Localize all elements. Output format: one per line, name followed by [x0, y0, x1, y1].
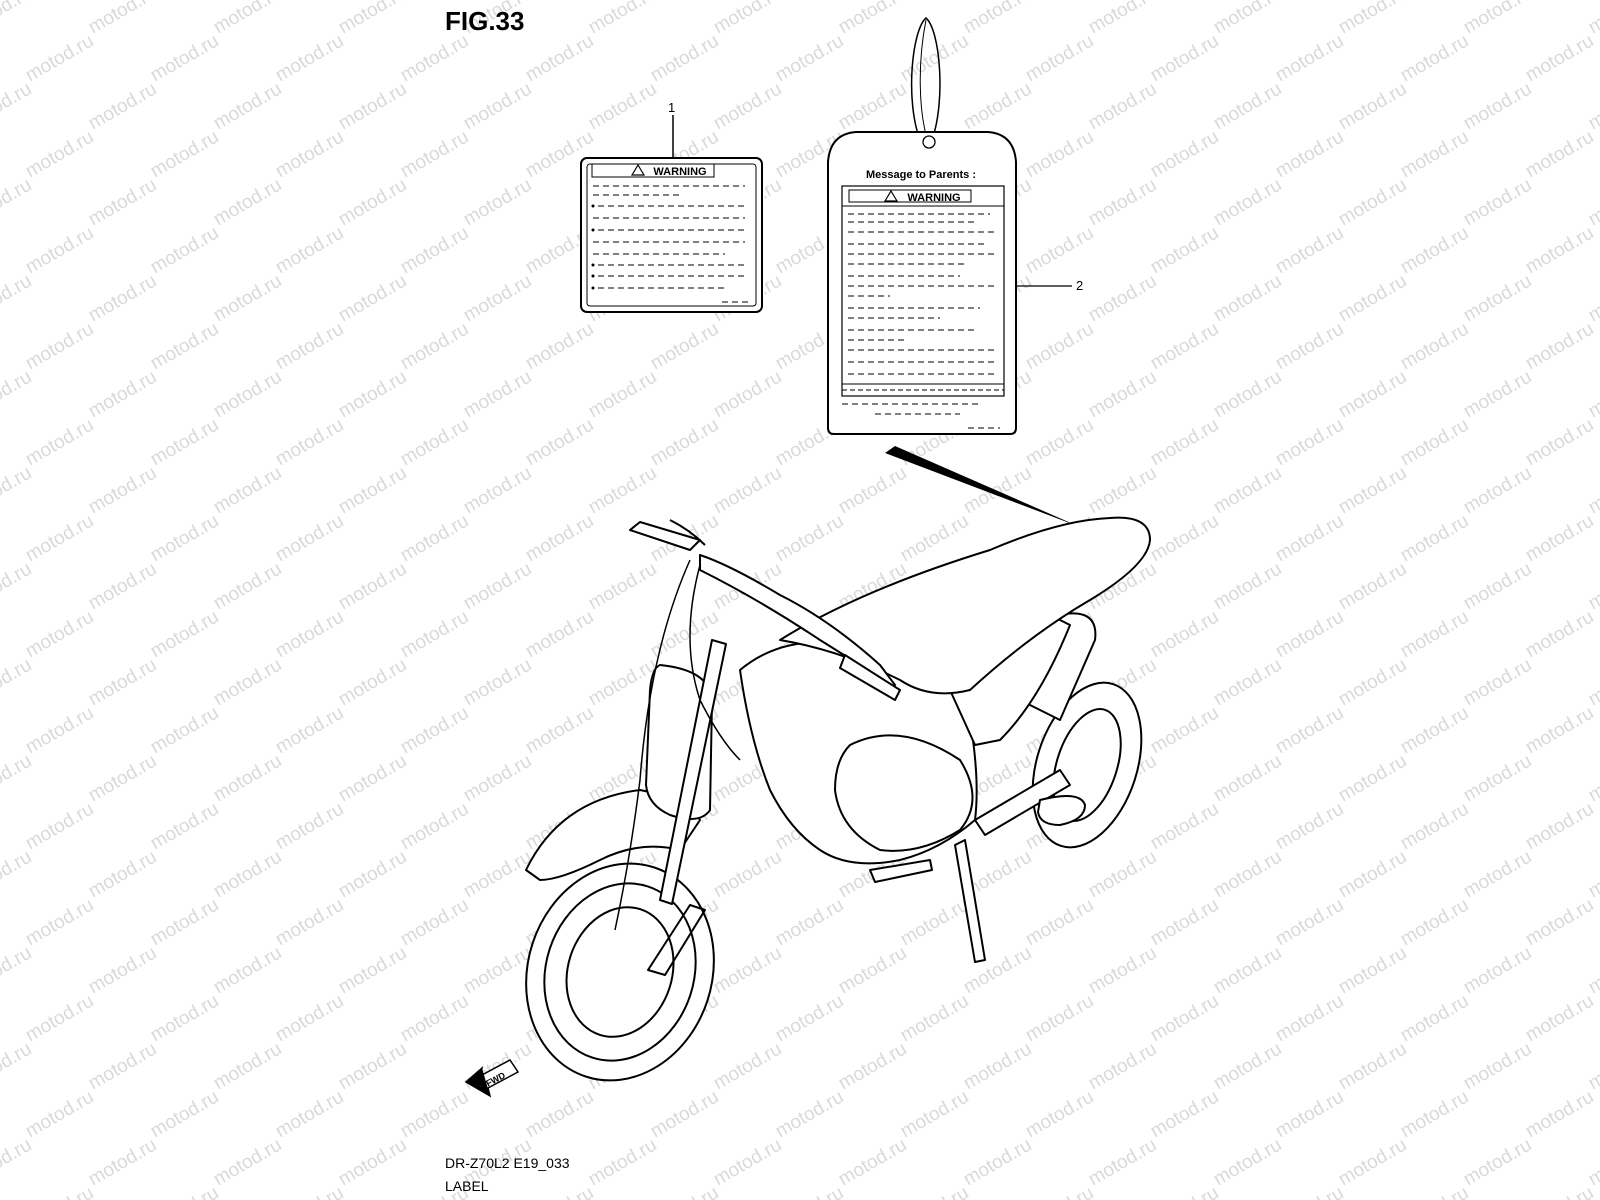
tag-hole	[922, 135, 936, 149]
tag-pointer	[885, 446, 1080, 527]
label-2-warning-text: WARNING	[907, 192, 960, 204]
label-1-warning-text: WARNING	[653, 166, 706, 178]
exhaust	[1037, 795, 1086, 826]
figure-title: FIG.33	[445, 6, 525, 36]
footpeg	[869, 859, 933, 883]
hang-tag-label-2[interactable]: Message to Parents : WARNING	[827, 17, 1072, 435]
warning-label-1[interactable]: WARNING	[580, 115, 763, 313]
front-fork	[659, 639, 727, 905]
fwd-direction-badge: FWD	[464, 1059, 520, 1098]
brake-cable	[614, 559, 691, 931]
label-2-text-lines	[848, 213, 995, 375]
callout-2: 2	[1076, 278, 1084, 293]
front-fender	[525, 789, 701, 881]
tag-loop	[910, 17, 941, 141]
engine	[834, 734, 974, 852]
diagram-code: DR-Z70L2 E19_033	[445, 1155, 570, 1171]
warning-triangle-icon	[630, 163, 646, 176]
diagram-name: LABEL	[445, 1178, 489, 1194]
kickstand	[954, 839, 986, 963]
seat	[779, 516, 1151, 695]
clutch-lever	[629, 521, 701, 551]
callout-1: 1	[668, 100, 676, 115]
warning-triangle-icon	[883, 189, 899, 202]
swingarm	[974, 769, 1071, 836]
right-grip	[839, 654, 901, 701]
motorcycle-drawing	[525, 516, 1151, 1082]
front-wheel	[525, 862, 715, 1082]
label-1-text-lines	[593, 185, 752, 303]
message-to-parents-heading: Message to Parents :	[866, 169, 976, 181]
